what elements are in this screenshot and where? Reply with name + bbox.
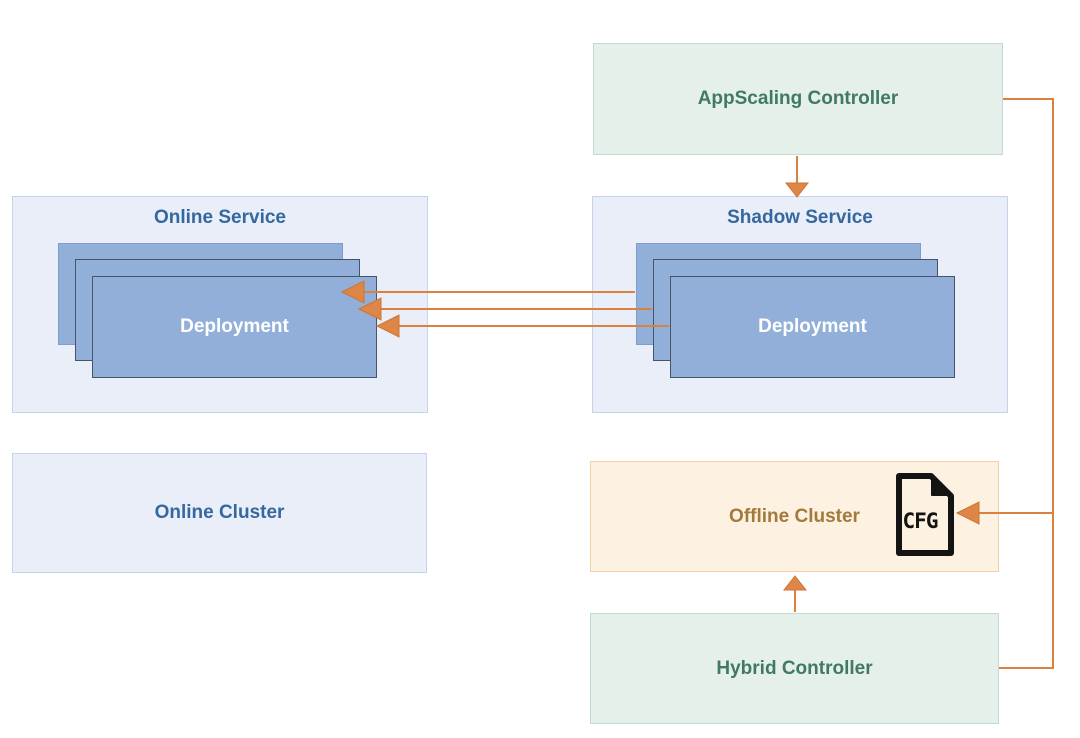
online-service-title: Online Service (153, 207, 286, 228)
hybrid-controller-label: Hybrid Controller (716, 657, 873, 679)
edge-appscaling-to-shadow-arrow (784, 156, 810, 198)
online-deployment-replica-1: Deployment (92, 276, 377, 378)
edge-hybrid-to-offline-arrow (782, 575, 808, 612)
node-online-service: Online Service Deployment (12, 196, 428, 413)
cfg-file-text: CFG (903, 509, 938, 533)
node-offline-cluster: Offline Cluster CFG (590, 461, 999, 572)
appscaling-controller-label: AppScaling Controller (697, 88, 899, 109)
cfg-file-icon: CFG (896, 473, 954, 556)
cfg-file-fold (931, 478, 949, 496)
shadow-deployment-replica-1: Deployment (670, 276, 955, 378)
node-online-cluster: Online Cluster (12, 453, 427, 573)
node-hybrid-controller: Hybrid Controller (590, 613, 999, 724)
online-deployment-label: Deployment (180, 316, 289, 337)
node-shadow-service: Shadow Service Deployment (592, 196, 1008, 413)
shadow-deployment-label: Deployment (758, 316, 867, 337)
cfg-file-outline (896, 473, 954, 556)
offline-cluster-label: Offline Cluster (729, 505, 860, 527)
shadow-service-title: Shadow Service (727, 207, 873, 228)
node-appscaling-controller: AppScaling Controller (593, 43, 1003, 155)
online-cluster-label: Online Cluster (154, 502, 285, 523)
